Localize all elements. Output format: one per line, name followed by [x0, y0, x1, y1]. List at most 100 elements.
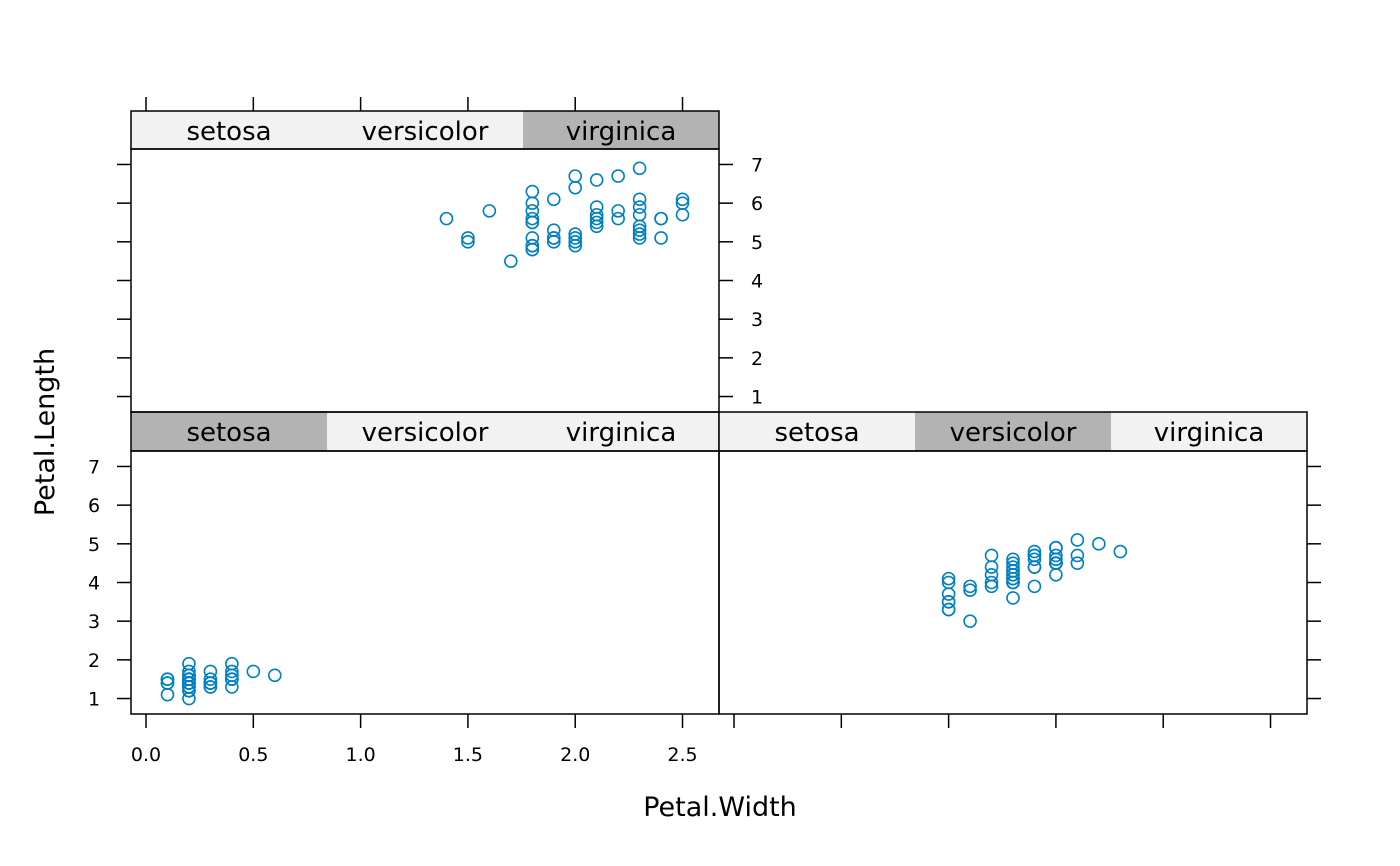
data-point: [182, 676, 196, 690]
data-point: [1006, 567, 1020, 582]
data-point: [568, 180, 583, 195]
data-point: [632, 192, 647, 207]
data-point: [546, 231, 561, 245]
data-point: [589, 173, 604, 187]
data-point: [525, 238, 540, 253]
data-point: [546, 192, 561, 207]
strip-active-level: [131, 412, 327, 451]
strip-label-versicolor: versicolor: [362, 418, 489, 448]
data-point: [675, 192, 690, 207]
y-tick-label: 4: [88, 573, 100, 595]
data-point: [984, 567, 999, 582]
data-point: [611, 169, 625, 183]
strip-label-versicolor: versicolor: [950, 418, 1077, 448]
data-point: [482, 204, 497, 218]
x-tick-label: 0.5: [238, 744, 268, 766]
data-point: [941, 595, 956, 609]
data-point: [632, 219, 647, 234]
data-point: [941, 587, 956, 601]
y-tick-label: 4: [751, 271, 763, 293]
y-tick-label: 2: [751, 348, 763, 370]
data-point: [225, 672, 239, 686]
strip-label-setosa: setosa: [186, 418, 271, 448]
data-point: [439, 211, 454, 226]
data-point: [632, 227, 647, 241]
data-point: [1070, 556, 1085, 570]
y-tick-label: 2: [88, 650, 100, 672]
data-point: [589, 215, 604, 230]
data-point: [203, 680, 218, 694]
data-point: [525, 211, 540, 226]
data-point: [984, 575, 999, 590]
data-point: [963, 583, 977, 598]
data-point: [1027, 560, 1042, 574]
y-tick-label: 1: [751, 387, 763, 409]
strip-label-setosa: setosa: [774, 418, 859, 448]
data-point: [632, 161, 647, 176]
data-point: [654, 211, 668, 226]
data-point: [589, 219, 604, 234]
data-point: [568, 231, 583, 245]
data-point: [182, 668, 196, 683]
data-point: [984, 560, 999, 574]
x-tick-label: 0.0: [131, 744, 161, 766]
data-point: [160, 672, 175, 686]
data-point: [1070, 548, 1085, 563]
data-point: [225, 656, 239, 671]
data-point: [963, 579, 977, 594]
x-tick-label: 2.0: [560, 744, 590, 766]
y-tick-label: 6: [751, 193, 763, 215]
data-point: [568, 235, 583, 249]
data-point: [611, 204, 625, 218]
data-point: [504, 254, 518, 268]
x-tick-label: 2.5: [667, 744, 697, 766]
data-point: [632, 200, 647, 214]
data-point: [611, 211, 625, 226]
data-point: [461, 235, 475, 249]
data-point: [1027, 544, 1042, 559]
data-point: [525, 215, 540, 230]
y-axis-title: Petal.Length: [30, 348, 61, 516]
y-tick-label: 1: [88, 689, 100, 711]
y-tick-label: 5: [751, 232, 763, 254]
data-point: [225, 664, 239, 679]
data-point: [1113, 544, 1128, 559]
data-point: [654, 231, 668, 245]
data-point: [632, 223, 647, 238]
data-point: [525, 231, 540, 245]
strip-active-level: [915, 412, 1111, 451]
data-point: [941, 602, 956, 617]
data-point: [1006, 591, 1020, 605]
data-point: [1006, 564, 1020, 578]
data-point: [1049, 556, 1063, 570]
data-point: [1006, 571, 1020, 586]
y-tick-label: 3: [88, 611, 100, 633]
data-point: [1049, 540, 1063, 555]
x-tick-label: 1.5: [453, 744, 483, 766]
data-point: [160, 676, 175, 690]
data-point: [461, 231, 475, 245]
y-tick-label: 7: [751, 154, 763, 176]
data-point: [525, 196, 540, 210]
strip-label-virginica: virginica: [566, 117, 677, 147]
strip-label-setosa: setosa: [186, 117, 271, 147]
data-point: [246, 664, 261, 679]
x-tick-label: 1.0: [346, 744, 376, 766]
x-axis-title: Petal.Width: [643, 792, 797, 823]
data-point: [267, 668, 282, 683]
y-tick-label: 7: [88, 456, 100, 478]
y-tick-label: 5: [88, 534, 100, 556]
y-tick-label: 3: [751, 309, 763, 331]
panels-layer: setosa versicolor virginica 1 2 3 4 5 6 7 0.0 0.5 1.…: [88, 97, 1321, 766]
data-point: [963, 614, 977, 628]
data-point: [1049, 548, 1063, 563]
data-point: [1092, 537, 1106, 551]
data-point: [203, 672, 218, 686]
data-point: [203, 676, 218, 690]
data-point: [1027, 579, 1042, 594]
data-point: [568, 227, 583, 241]
data-point: [1070, 533, 1085, 547]
y-tick-label: 6: [88, 495, 100, 517]
strip-label-virginica: virginica: [566, 418, 677, 448]
